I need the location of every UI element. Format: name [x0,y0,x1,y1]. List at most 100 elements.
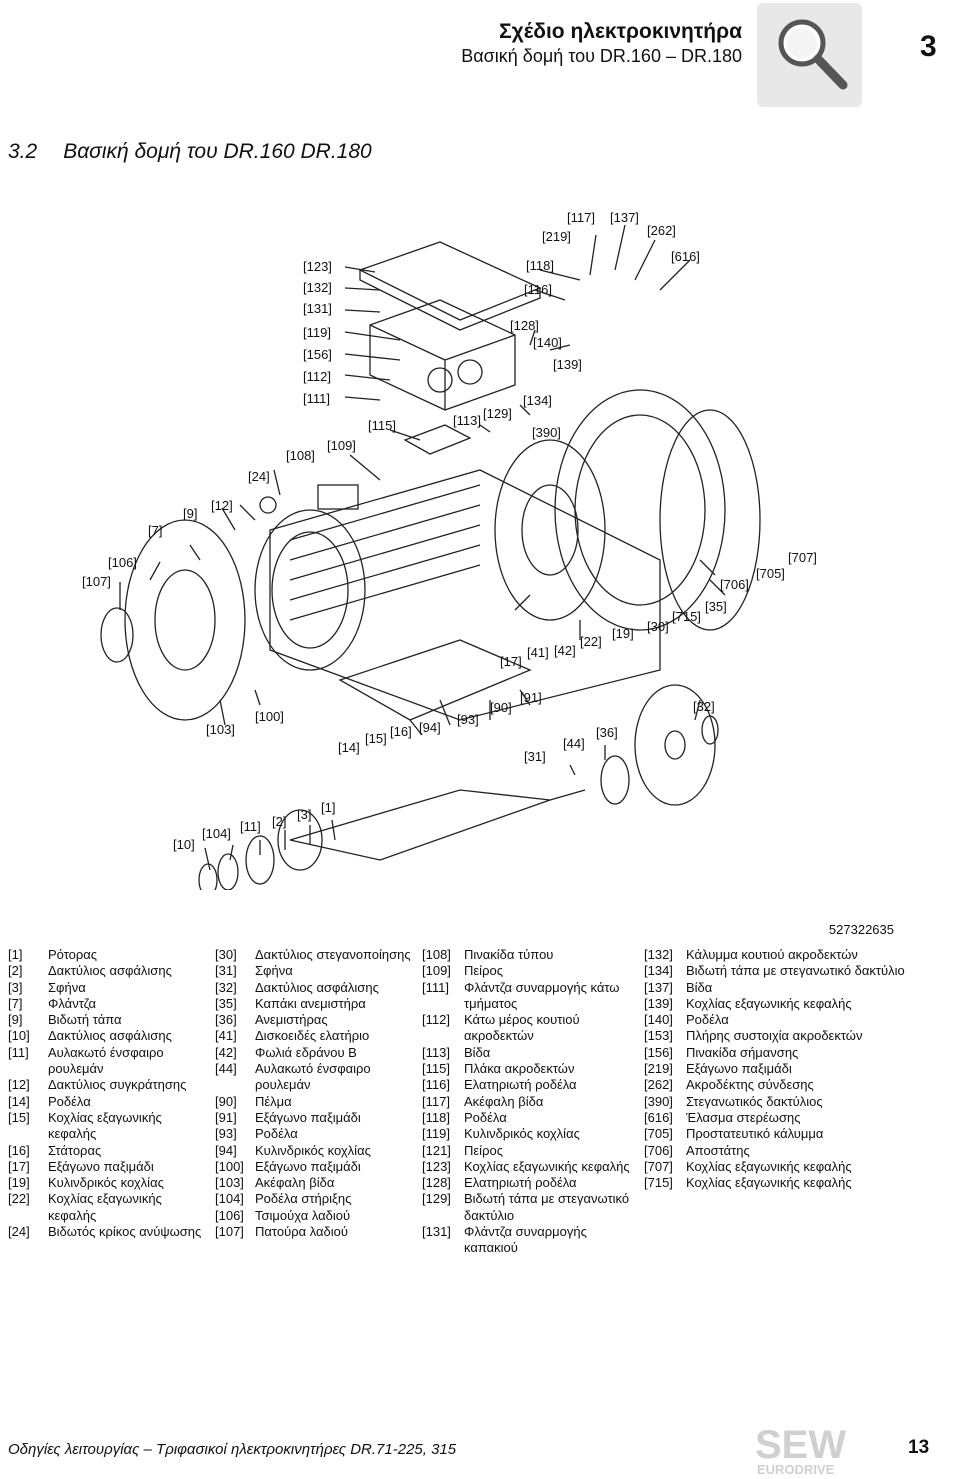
rotor-end [277,809,323,871]
callout: [119] [303,325,331,340]
legend-item: [16]Στάτορας [8,1143,208,1159]
legend-item: [129]Βιδωτή τάπα με στεγανωτικό δακτύλιο [422,1191,637,1224]
legend-item: [715]Κοχλίας εξαγωνικής κεφαλής [644,1175,956,1191]
legend-text: Ακέφαλη βίδα [255,1175,335,1191]
callout: [94] [419,720,441,735]
callout: [108] [286,448,315,463]
legend-key: [118] [422,1109,450,1125]
legend-text: Βιδωτή τάπα με στεγανωτικό δακτύλιο [464,1191,630,1223]
legend-key: [390] [644,1093,673,1109]
legend-text: Αυλακωτό ένσφαιρο ρουλεμάν [255,1061,371,1093]
legend-item: [94]Κυλινδρικός κοχλίας [215,1143,415,1159]
legend-item: [112]Κάτω μέρος κουτιού ακροδεκτών [422,1012,637,1045]
callout: [10] [173,837,195,852]
callout: [42] [554,643,576,658]
legend-text: Κάλυμμα κουτιού ακροδεκτών [686,947,858,962]
legend-key: [94] [215,1142,237,1158]
legend-item: [119]Κυλινδρικός κοχλίας [422,1126,637,1142]
a-side-flange [124,519,246,721]
legend-text: Εξάγωνο παξιμάδι [686,1061,792,1077]
legend-text: Αποστάτης [686,1142,750,1158]
legend-key: [156] [644,1044,673,1060]
legend-column-1: [1]Ρότορας[2]Δακτύλιος ασφάλισης[3]Σφήνα… [8,947,208,1240]
legend-text: Πινακίδα τύπου [464,947,554,962]
legend-key: [219] [644,1061,673,1077]
legend-item: [15]Κοχλίας εξαγωνικής κεφαλής [8,1110,208,1143]
legend-key: [106] [215,1207,244,1223]
circlip-b [701,715,719,745]
callout: [24] [248,469,270,484]
legend-item: [10]Δακτύλιος ασφάλισης [8,1028,208,1044]
terminal-board [403,424,472,455]
oil-seal-ring [100,607,134,663]
legend-key: [103] [215,1175,244,1191]
legend-text: Πινακίδα σήμανσης [686,1044,799,1060]
legend-key: [100] [215,1158,244,1174]
legend-key: [112] [422,1012,450,1028]
legend-key: [35] [215,995,237,1011]
callout: [15] [365,731,387,746]
legend-text: Ελατηριωτή ροδέλα [464,1077,577,1093]
a-side-flange-hub [154,569,216,671]
legend-item: [109]Πείρος [422,963,637,979]
legend-text: Κυλινδρικός κοχλίας [464,1126,580,1142]
callout: [262] [647,223,676,238]
legend-text: Βιδωτή τάπα με στεγανωτικό δακτύλιο [686,963,905,979]
legend-key: [121] [422,1142,451,1158]
legend-item: [9]Βιδωτή τάπα [8,1012,208,1028]
legend-item: [132] Κάλυμμα κουτιού ακροδεκτών [644,947,956,963]
legend-key: [107] [215,1224,244,1240]
legend-item: [36]Ανεμιστήρας [215,1012,415,1028]
legend-key: [31] [215,963,237,979]
legend-key: [30] [215,947,237,962]
callout: [128] [510,318,539,333]
legend-text: Πείρος [464,963,503,979]
legend-text: Βίδα [686,979,713,995]
legend-item: [134]Βιδωτή τάπα με στεγανωτικό δακτύλιο [644,963,956,979]
legend-item: [116]Ελατηριωτή ροδέλα [422,1077,637,1093]
legend-key: [139] [644,995,673,1011]
fan-wheel [634,684,716,806]
legend-key: [16] [8,1142,30,1158]
legend-key: [15] [8,1109,30,1125]
legend-text: Βιδωτή τάπα [48,1012,122,1028]
legend-key: [137] [644,979,673,995]
legend-text: Καπάκι ανεμιστήρα [255,995,366,1011]
b-side-endshield-hub [521,484,579,576]
callout: [390] [532,425,561,440]
legend-item: [22]Κοχλίας εξαγωνικής κεφαλής [8,1191,208,1224]
rating-plate [317,484,359,510]
legend-text: Πλήρης συστοιχία ακροδεκτών [686,1028,863,1044]
callout: [129] [483,406,512,421]
legend-key: [132] [644,947,673,962]
callout: [132] [303,280,332,295]
legend-key: [41] [215,1028,237,1044]
legend-text: Ροδέλα [255,1126,298,1142]
callout: [19] [612,626,634,641]
legend-item: [11]Αυλακωτό ένσφαιρο ρουλεμάν [8,1045,208,1078]
legend-key: [32] [215,979,237,995]
circlip-a [198,863,218,890]
legend-key: [19] [8,1175,30,1191]
callout: [90] [490,700,512,715]
legend-key: [12] [8,1077,30,1093]
callout: [12] [211,498,233,513]
callout: [44] [563,736,585,751]
legend-key: [115] [422,1061,450,1077]
legend-key: [24] [8,1224,30,1240]
callout: [14] [338,740,360,755]
callout: [706] [720,577,749,592]
legend-text: Ροδέλα [686,1012,729,1028]
legend-text: Εξάγωνο παξιμάδι [255,1158,361,1174]
callout: [109] [327,438,356,453]
legend-key: [707] [644,1158,673,1174]
legend-text: Πλάκα ακροδεκτών [464,1061,575,1077]
legend-item: [108]Πινακίδα τύπου [422,947,637,963]
legend-item: [128]Ελατηριωτή ροδέλα [422,1175,637,1191]
legend-key: [11] [8,1044,29,1060]
terminal-cover-edge [359,270,541,331]
header-subtitle: Βασική δομή του DR.160 – DR.180 [461,46,742,66]
legend-item: [1]Ρότορας [8,947,208,963]
legend-key: [705] [644,1126,673,1142]
